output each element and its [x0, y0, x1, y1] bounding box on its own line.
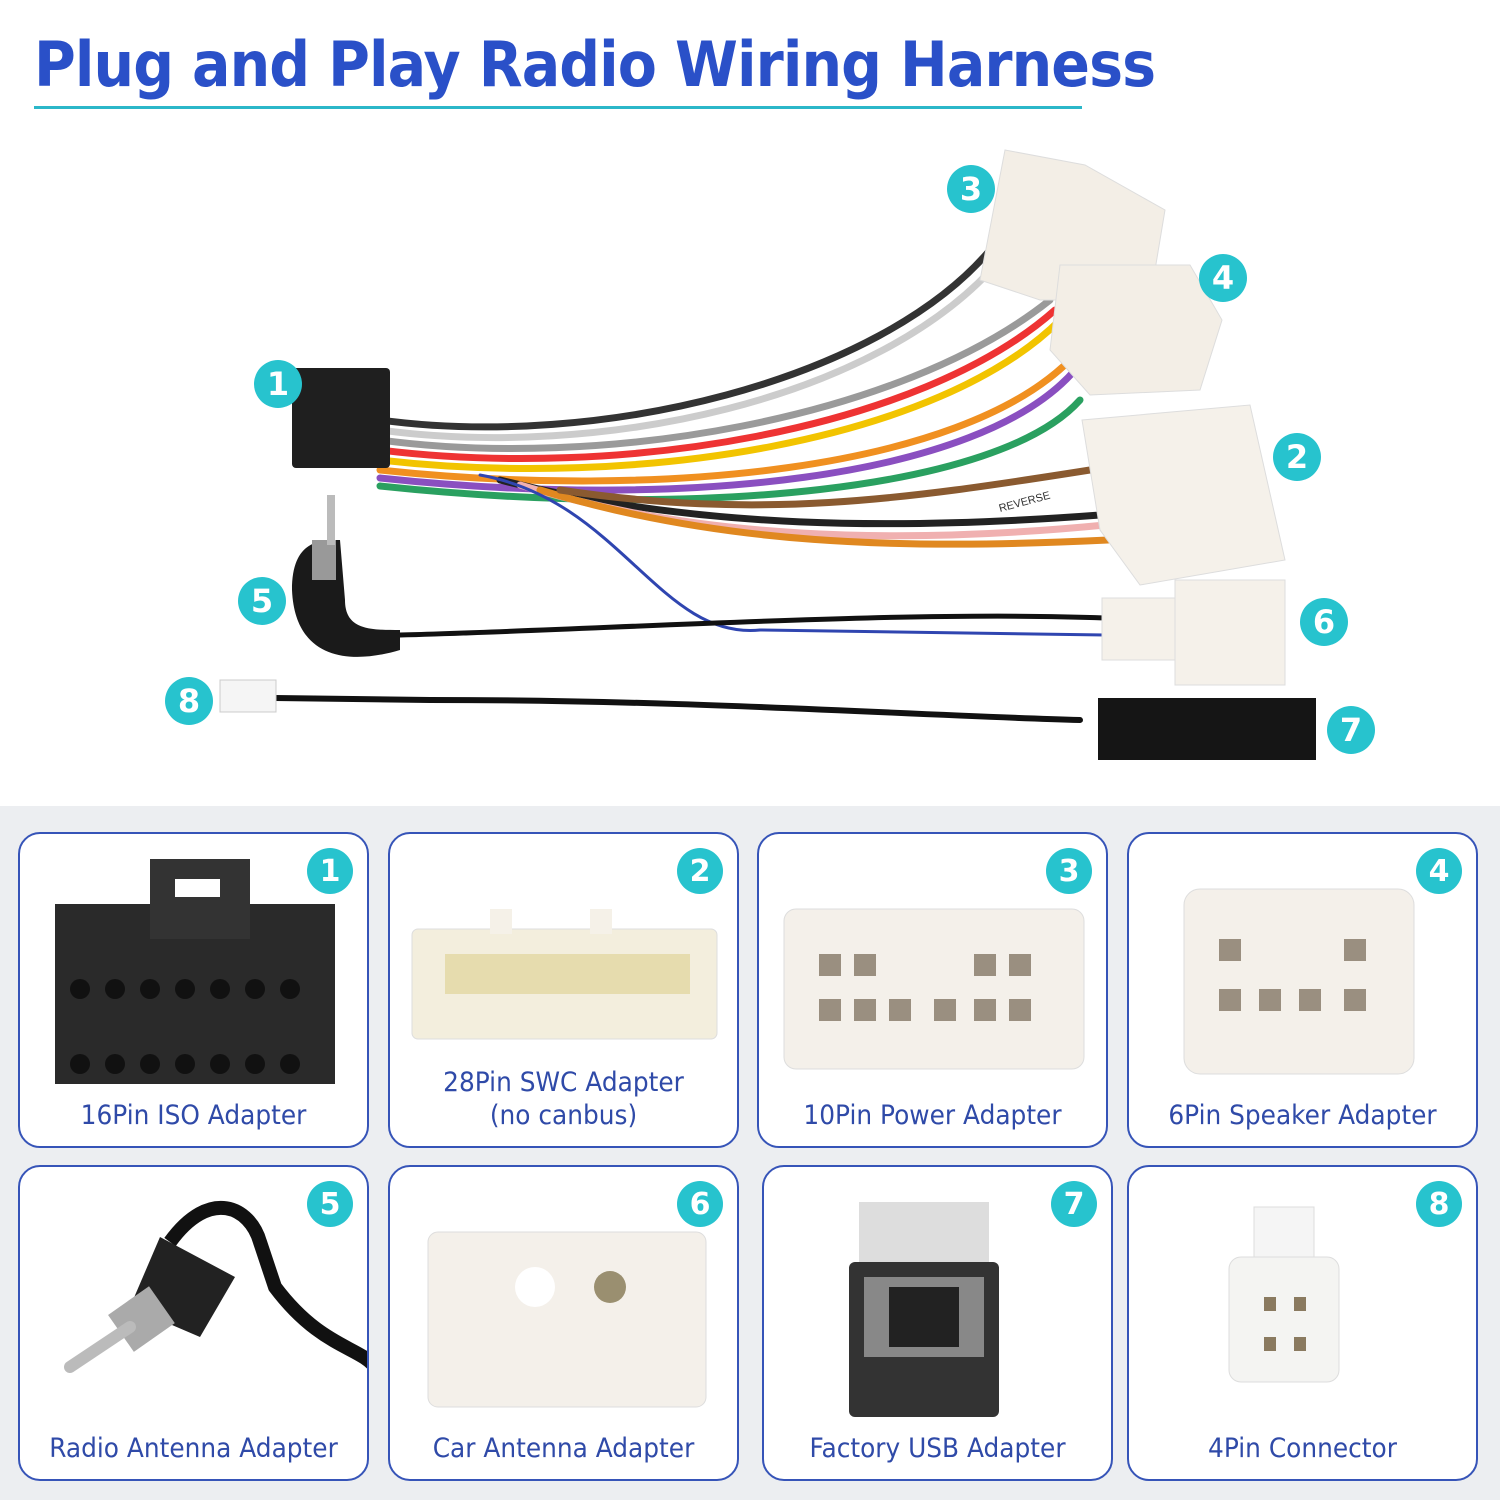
card-label: 10Pin Power Adapter [803, 1100, 1062, 1131]
callout-badge-4: 4 [1199, 254, 1247, 302]
callout-badge-1: 1 [254, 360, 302, 408]
card-label: 16Pin ISO Adapter [80, 1100, 307, 1131]
card-label-sub: (no canbus) [489, 1100, 638, 1131]
card-label-main: 28Pin SWC Adapter [443, 1067, 684, 1098]
card-6pin-speaker: 4 6Pin Speaker Adapter [1127, 832, 1478, 1148]
card-16pin-iso: 1 16Pin ISO Adapter [18, 832, 369, 1148]
iso-connector [292, 368, 390, 468]
card-label: 6Pin Speaker Adapter [1168, 1100, 1437, 1131]
card-badge: 7 [1051, 1181, 1097, 1227]
callout-badge-6: 6 [1300, 598, 1348, 646]
reverse-sticker: REVERSE [998, 490, 1052, 515]
title-underline [34, 106, 1082, 109]
page-title: Plug and Play Radio Wiring Harness [34, 28, 1156, 101]
callout-badge-3: 3 [947, 165, 995, 213]
card-badge: 4 [1416, 848, 1462, 894]
card-factory-usb: 7 Factory USB Adapter [762, 1165, 1113, 1481]
callout-badge-5: 5 [238, 577, 286, 625]
callout-badge-7: 7 [1327, 706, 1375, 754]
card-car-antenna: 6 Car Antenna Adapter [388, 1165, 739, 1481]
card-label: Factory USB Adapter [809, 1433, 1066, 1464]
card-label: 4Pin Connector [1208, 1433, 1397, 1464]
card-28pin-swc: 2 28Pin SWC Adapter(no canbus) [388, 832, 739, 1148]
card-badge: 2 [677, 848, 723, 894]
card-4pin-connector: 8 4Pin Connector [1127, 1165, 1478, 1481]
card-badge: 6 [677, 1181, 723, 1227]
card-badge: 3 [1046, 848, 1092, 894]
card-label: Radio Antenna Adapter [49, 1433, 338, 1464]
card-radio-antenna: 5 Radio Antenna Adapter [18, 1165, 369, 1481]
callout-badge-8: 8 [165, 677, 213, 725]
card-badge: 1 [307, 848, 353, 894]
card-label: 28Pin SWC Adapter(no canbus) [404, 1066, 723, 1132]
card-badge: 8 [1416, 1181, 1462, 1227]
callout-badge-2: 2 [1273, 433, 1321, 481]
card-label: Car Antenna Adapter [432, 1433, 695, 1464]
card-badge: 5 [307, 1181, 353, 1227]
harness-photo: REVERSE [219, 149, 1316, 760]
card-10pin-power: 3 10Pin Power Adapter [757, 832, 1108, 1148]
